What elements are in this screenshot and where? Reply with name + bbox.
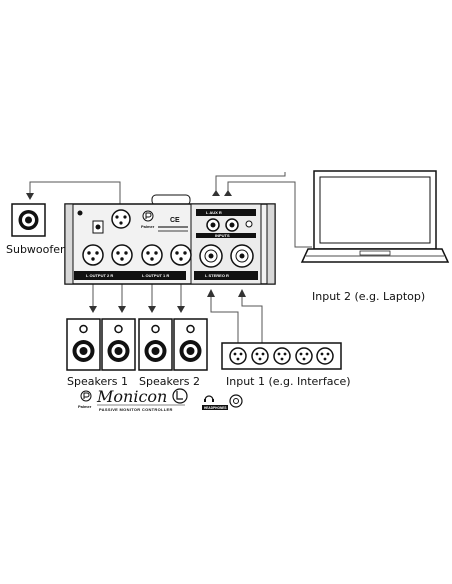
xlr-output2-left-icon <box>82 244 104 266</box>
xlr-output1-left-icon <box>141 244 163 266</box>
combo-input-left-icon <box>199 244 223 268</box>
cable-output2 <box>89 282 126 313</box>
output1-label: L OUTPUT 1 R <box>142 273 169 278</box>
xlr-output1-right-icon <box>170 244 192 266</box>
inputs-label: INPUTS <box>215 233 230 238</box>
ce-mark: CE <box>170 217 180 224</box>
aux-right-jack-icon <box>225 218 239 232</box>
speaker-2-right-icon <box>173 318 208 371</box>
subwoofer-label: Subwoofer <box>6 243 65 256</box>
stereo-label: L STEREO R <box>205 273 229 278</box>
speaker-2-left-icon <box>138 318 173 371</box>
cable-subwoofer <box>26 181 121 205</box>
speaker-1-right-icon <box>101 318 136 371</box>
monicon-tagline: PASSIVE MONITOR CONTROLLER <box>99 407 173 412</box>
input1-label: Input 1 (e.g. Interface) <box>226 375 351 388</box>
xlr-sub-out-icon <box>111 209 131 229</box>
cable-input1 <box>207 289 263 343</box>
input2-label: Input 2 (e.g. Laptop) <box>312 290 425 303</box>
xlr-interface-1-icon <box>229 347 247 365</box>
subwoofer-icon <box>11 203 46 237</box>
cable-input2 <box>212 172 312 248</box>
cable-output1 <box>148 282 185 313</box>
palmer-logo-text: Palmer <box>78 404 92 409</box>
xlr-interface-3-icon <box>273 347 291 365</box>
audio-interface-icon <box>221 342 342 370</box>
panel-brand-text: Palmer <box>141 224 155 229</box>
xlr-interface-2-icon <box>251 347 269 365</box>
headphones-icon <box>204 395 214 402</box>
screw-icon <box>77 210 83 216</box>
palmer-logo <box>80 390 92 402</box>
speakers1-label: Speakers 1 <box>67 375 128 388</box>
xlr-output2-right-icon <box>111 244 133 266</box>
output2-label: L OUTPUT 2 R <box>86 273 113 278</box>
monicon-swirl-icon <box>172 388 188 404</box>
speakers2-label: Speakers 2 <box>139 375 200 388</box>
combo-input-right-icon <box>230 244 254 268</box>
headphones-label: HEADPHONES <box>204 406 227 410</box>
xlr-interface-5-icon <box>316 347 334 365</box>
monicon-logo-text: Monicon <box>96 387 167 406</box>
monitor-controller-panel: Palmer CE L AUX R <box>64 194 276 285</box>
speaker-1-left-icon <box>66 318 101 371</box>
aux-label: L AUX R <box>206 210 222 215</box>
aux-left-jack-icon <box>206 218 220 232</box>
panel-brand-icon <box>142 210 154 222</box>
xlr-interface-4-icon <box>295 347 313 365</box>
headphone-jack-icon <box>229 394 243 408</box>
laptop-icon <box>300 170 450 263</box>
